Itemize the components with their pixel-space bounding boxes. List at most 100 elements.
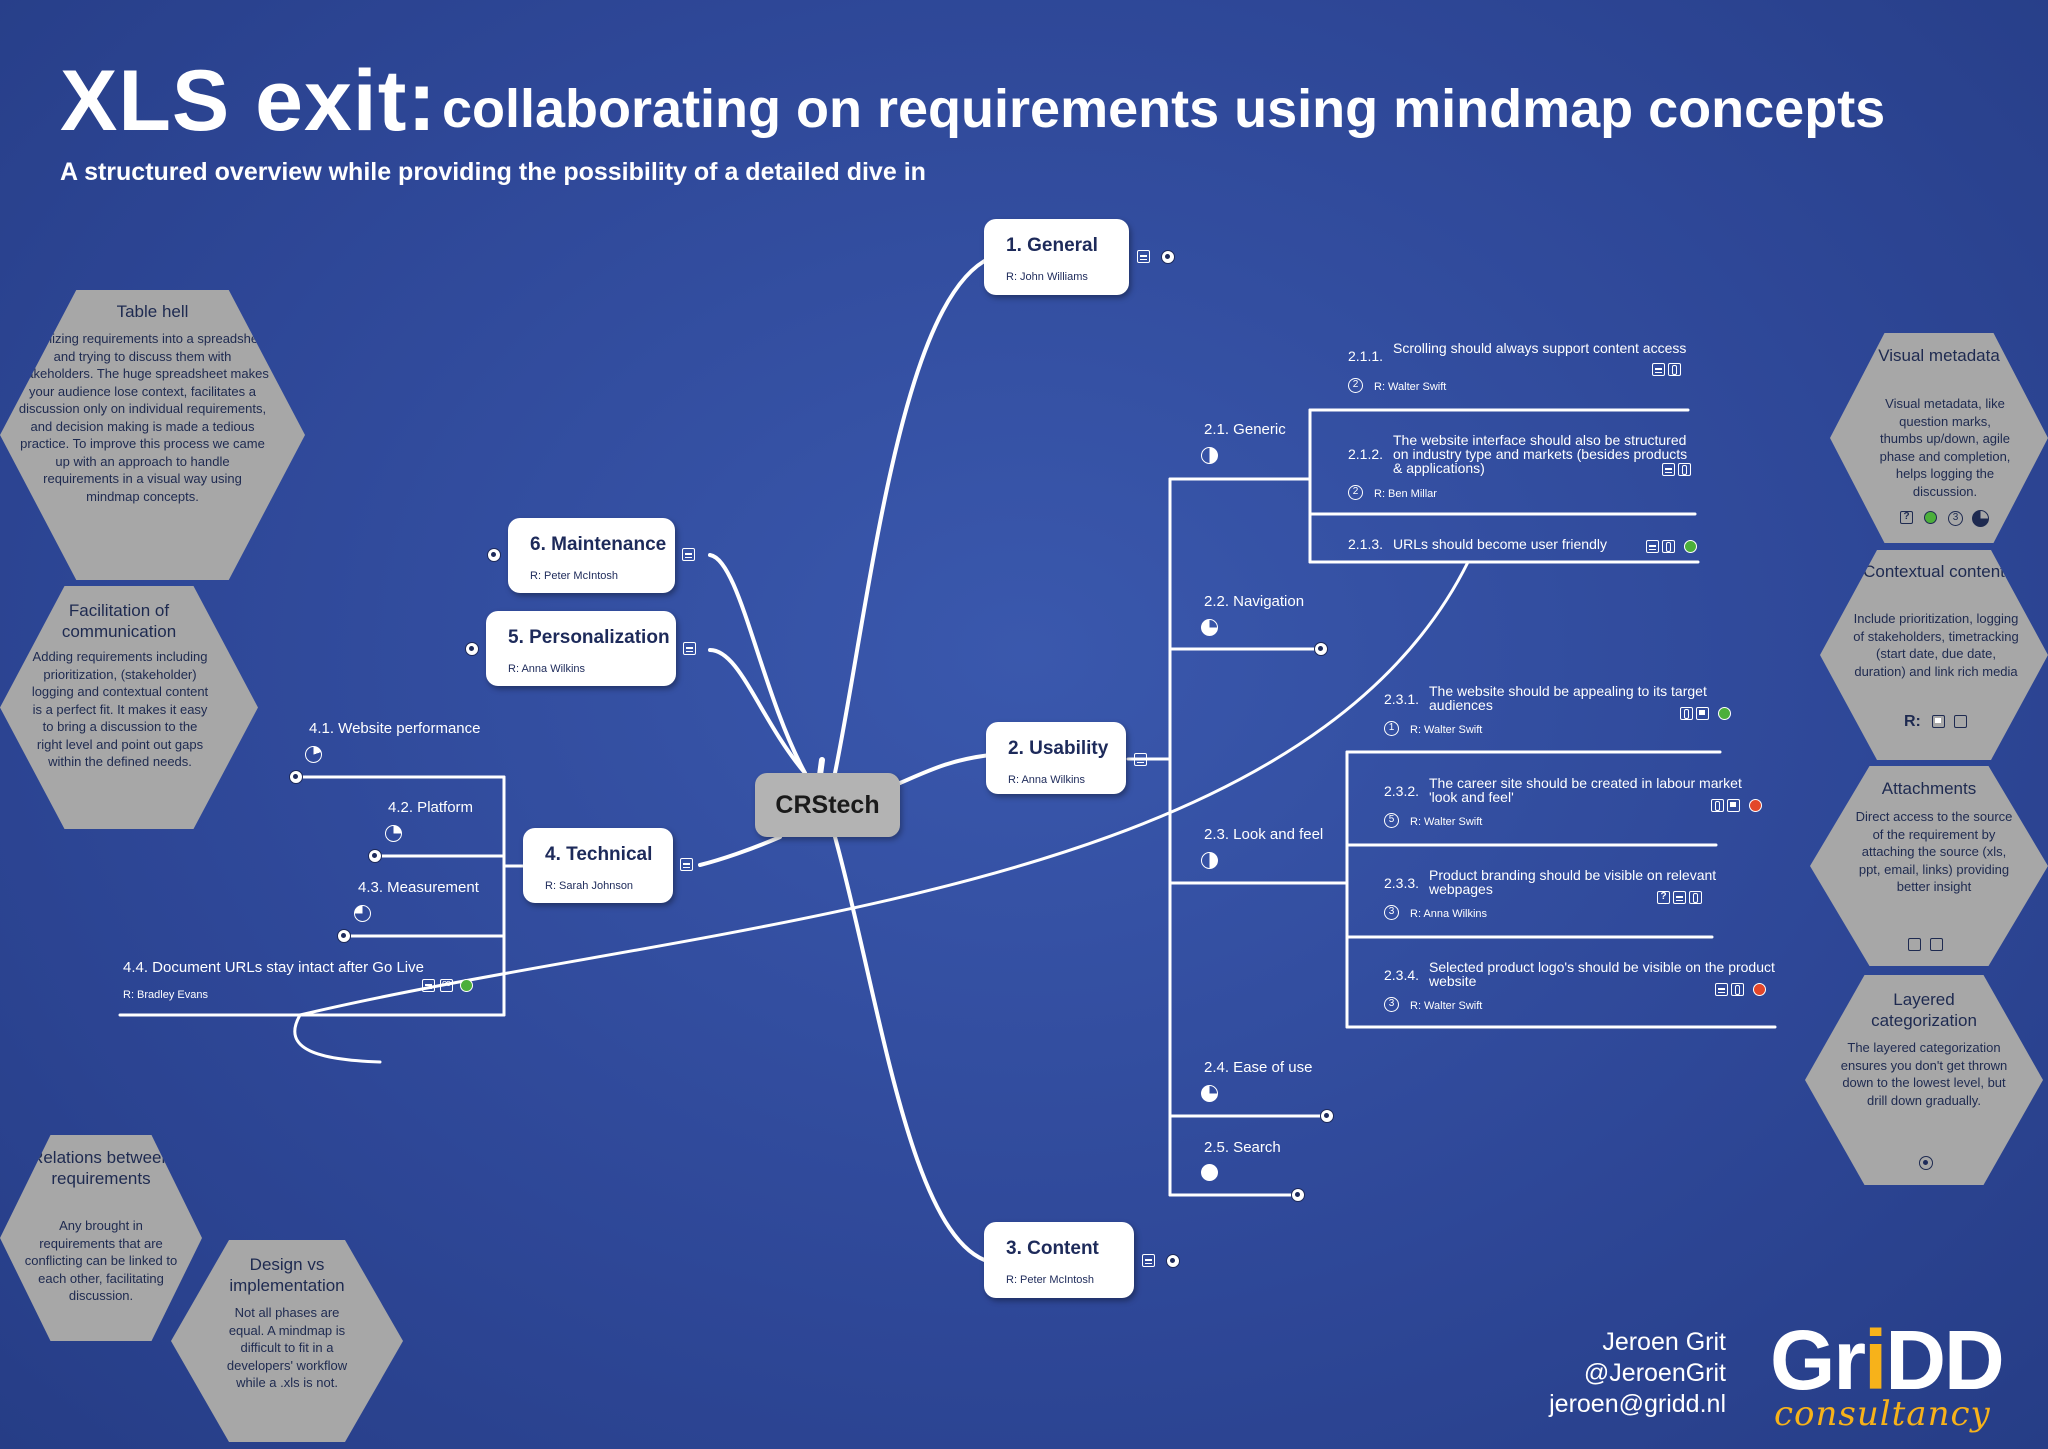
node-content[interactable]: 3. Content R: Peter McIntosh bbox=[984, 1222, 1134, 1298]
branch-navigation[interactable]: 2.2. Navigation bbox=[1204, 593, 1305, 610]
hex-body: Organizing requirements into a spreadshe… bbox=[16, 331, 269, 504]
requirement-text: URLs should become user friendly bbox=[1393, 536, 1607, 552]
requirement-text: The website should be appealing to its t… bbox=[1429, 683, 1707, 713]
requirement-responsible: R: Anna Wilkins bbox=[1410, 908, 1488, 920]
status-complete-icon bbox=[1684, 540, 1697, 553]
notes-icon[interactable] bbox=[682, 548, 695, 561]
requirement-responsible: R: Walter Swift bbox=[1374, 381, 1447, 393]
attachment-icon bbox=[1908, 938, 1921, 951]
notes-icon[interactable] bbox=[1137, 250, 1150, 263]
notes-icon[interactable] bbox=[1715, 983, 1728, 996]
status-blocked-icon bbox=[1753, 983, 1766, 996]
requirement-4-4[interactable]: 4.4. Document URLs stay intact after Go … bbox=[123, 959, 424, 976]
attachment-icon[interactable] bbox=[1678, 463, 1691, 476]
hex-title: Attachments bbox=[1881, 779, 1977, 798]
vote-count-badge: 1 bbox=[1384, 721, 1399, 736]
title-sub: collaborating on requirements using mind… bbox=[442, 79, 1886, 139]
hex-title: Design vs implementation bbox=[229, 1255, 345, 1295]
requirement-text: Selected product logo's should be visibl… bbox=[1429, 959, 1775, 989]
node-usability[interactable]: 2. Usability R: Anna Wilkins bbox=[986, 722, 1126, 794]
author-handle[interactable]: @JeroenGrit bbox=[1583, 1359, 1726, 1387]
responsible-label: R: bbox=[1904, 713, 1921, 730]
node-responsible: R: Anna Wilkins bbox=[508, 663, 586, 675]
requirement-number: 2.3.3. bbox=[1384, 875, 1420, 891]
node-technical[interactable]: 4. Technical R: Sarah Johnson bbox=[523, 828, 673, 903]
central-node[interactable]: CRStech bbox=[755, 773, 900, 837]
attachment-icon[interactable] bbox=[1680, 707, 1693, 720]
branch-generic[interactable]: 2.1. Generic bbox=[1204, 421, 1286, 438]
node-general[interactable]: 1. General R: John Williams bbox=[984, 219, 1129, 295]
comment-icon[interactable] bbox=[1696, 707, 1709, 720]
vote-count-badge: 3 bbox=[1384, 905, 1399, 920]
vote-count-badge: 2 bbox=[1348, 485, 1363, 500]
branch-website-performance[interactable]: 4.1. Website performance bbox=[309, 720, 481, 737]
branch-look-and-feel[interactable]: 2.3. Look and feel bbox=[1204, 826, 1324, 843]
attachment-icon[interactable] bbox=[1668, 363, 1681, 376]
branch-search[interactable]: 2.5. Search bbox=[1204, 1139, 1281, 1156]
requirement-text: Product branding should be visible on re… bbox=[1429, 867, 1717, 897]
attachment-icon[interactable] bbox=[1662, 540, 1675, 553]
collapse-toggle[interactable] bbox=[1291, 1188, 1305, 1202]
node-title: 6. Maintenance bbox=[530, 534, 667, 555]
tagline: A structured overview while providing th… bbox=[60, 158, 926, 186]
hex-visual-metadata: Visual metadata Visual metadata, like qu… bbox=[1830, 333, 2048, 543]
hex-body: Direct access to the source of the requi… bbox=[1855, 809, 2013, 894]
collapse-toggle[interactable] bbox=[1161, 250, 1175, 264]
branch-ease-of-use[interactable]: 2.4. Ease of use bbox=[1204, 1059, 1313, 1076]
requirement-number: 2.3.4. bbox=[1384, 967, 1420, 983]
branch-measurement[interactable]: 4.3. Measurement bbox=[358, 879, 479, 896]
node-responsible: R: John Williams bbox=[1006, 271, 1088, 283]
hex-title: Table hell bbox=[116, 302, 189, 321]
comment-icon[interactable] bbox=[1727, 799, 1740, 812]
requirement-text: The website interface should also be str… bbox=[1393, 432, 1688, 476]
node-maintenance[interactable]: 6. Maintenance R: Peter McIntosh bbox=[508, 518, 675, 593]
link-icon[interactable] bbox=[440, 978, 453, 992]
node-responsible: R: Peter McIntosh bbox=[1006, 1274, 1095, 1286]
notes-icon[interactable] bbox=[1134, 753, 1147, 766]
collapse-toggle[interactable] bbox=[1314, 642, 1328, 656]
vote-count-badge: 3 bbox=[1948, 511, 1963, 526]
hex-body: Adding requirements including prioritiza… bbox=[31, 649, 209, 769]
notes-icon[interactable] bbox=[1142, 1254, 1155, 1267]
attachment-icon[interactable] bbox=[1689, 891, 1702, 904]
collapse-toggle[interactable] bbox=[368, 849, 382, 863]
collapse-toggle[interactable] bbox=[465, 642, 479, 656]
notes-icon[interactable] bbox=[422, 979, 435, 992]
requirement-responsible: R: Bradley Evans bbox=[123, 989, 208, 1001]
collapse-toggle[interactable] bbox=[487, 548, 501, 562]
requirement-number: 2.3.1. bbox=[1384, 691, 1420, 707]
question-mark-icon[interactable]: ? bbox=[1657, 891, 1670, 904]
collapse-toggle[interactable] bbox=[337, 929, 351, 943]
node-personalization[interactable]: 5. Personalization R: Anna Wilkins bbox=[486, 611, 676, 686]
node-responsible: R: Peter McIntosh bbox=[530, 570, 619, 582]
notes-icon[interactable] bbox=[1673, 891, 1686, 904]
hex-relations: Relations between requirements Any broug… bbox=[0, 1135, 202, 1341]
collapse-toggle[interactable] bbox=[1320, 1109, 1334, 1123]
notes-icon[interactable] bbox=[683, 642, 696, 655]
node-responsible: R: Sarah Johnson bbox=[545, 880, 634, 892]
branch-platform[interactable]: 4.2. Platform bbox=[388, 799, 474, 816]
progress-pie-icon bbox=[385, 825, 402, 842]
requirement-number: 2.1.1. bbox=[1348, 348, 1384, 364]
progress-pie-icon bbox=[1972, 510, 1989, 527]
hex-contextual-content: Contextual content Include prioritizatio… bbox=[1820, 550, 2048, 760]
notes-icon[interactable] bbox=[680, 858, 693, 871]
title-main: XLS exit: bbox=[60, 53, 437, 149]
author-name: Jeroen Grit bbox=[1602, 1328, 1726, 1356]
status-complete-icon bbox=[1924, 511, 1937, 524]
collapse-toggle[interactable] bbox=[1166, 1254, 1180, 1268]
attachment-icon[interactable] bbox=[1711, 799, 1724, 812]
notes-icon bbox=[1954, 715, 1967, 728]
notes-icon[interactable] bbox=[1646, 540, 1659, 553]
node-title: 1. General bbox=[1006, 235, 1098, 256]
author-email[interactable]: jeroen@gridd.nl bbox=[1549, 1390, 1726, 1418]
collapse-toggle[interactable] bbox=[289, 770, 303, 784]
requirement-responsible: R: Ben Millar bbox=[1374, 488, 1437, 500]
notes-icon[interactable] bbox=[1652, 363, 1665, 376]
notes-icon[interactable] bbox=[1662, 463, 1675, 476]
hex-title: Layered categorization bbox=[1871, 990, 1977, 1030]
attachment-icon[interactable] bbox=[1731, 983, 1744, 996]
progress-pie-icon bbox=[305, 746, 322, 763]
